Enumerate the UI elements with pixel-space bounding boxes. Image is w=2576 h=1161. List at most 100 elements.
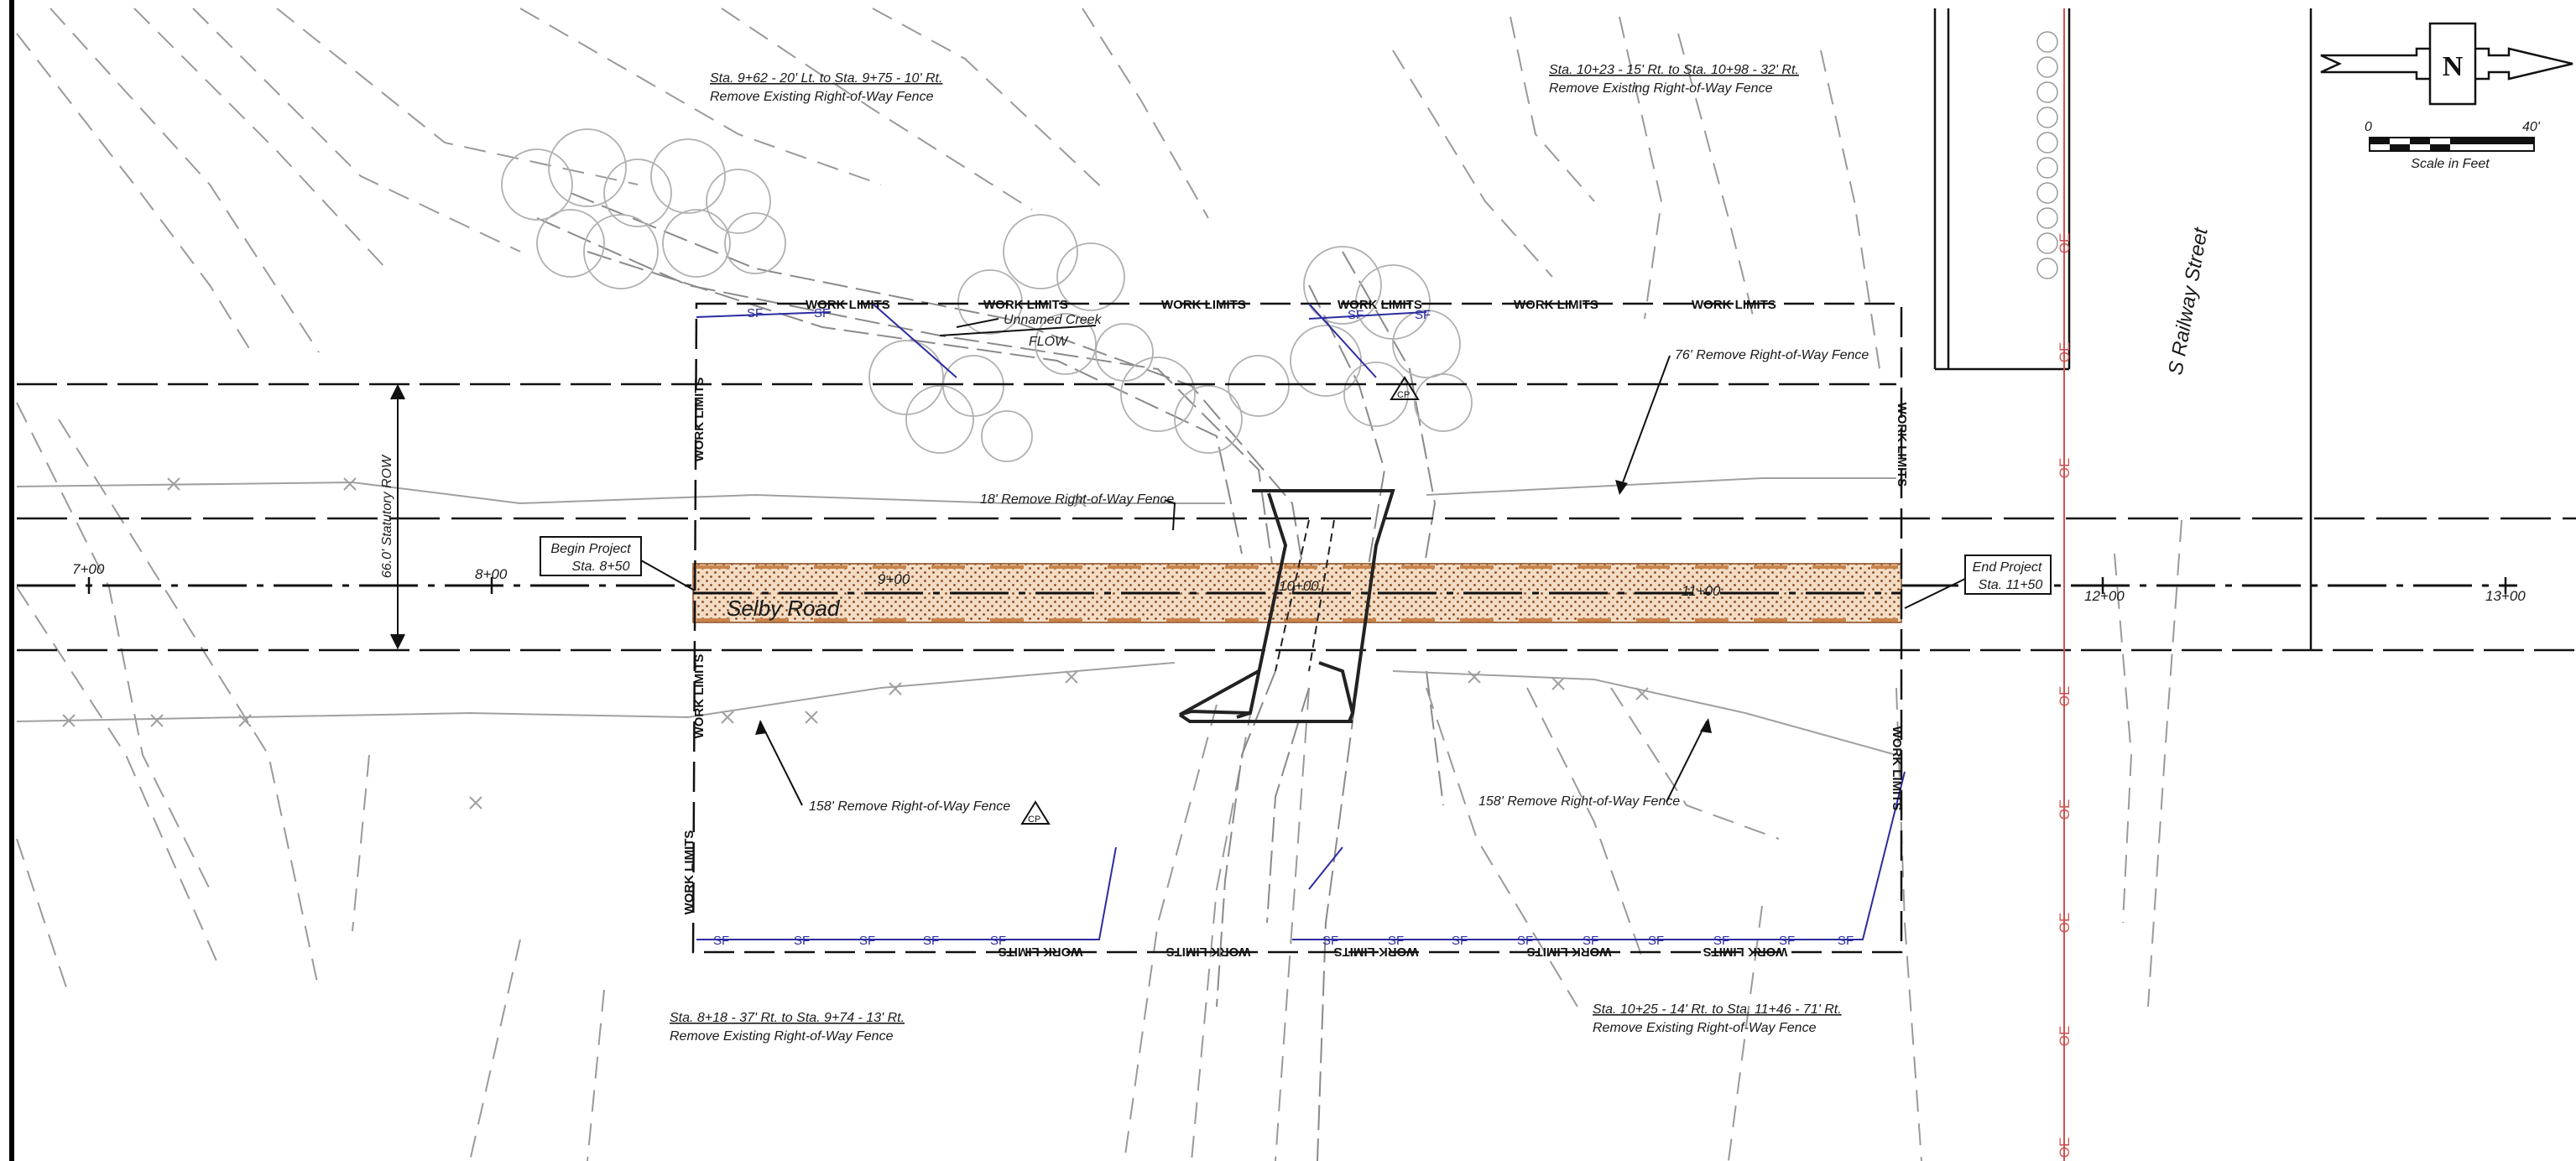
svg-text:SF: SF	[1517, 934, 1533, 948]
svg-text:Remove Existing Right-of-Way F: Remove Existing Right-of-Way Fence	[1549, 81, 1773, 96]
svg-text:7+00: 7+00	[72, 561, 105, 577]
svg-text:WORK LIMITS: WORK LIMITS	[682, 830, 696, 915]
tree-canopy	[501, 128, 1473, 462]
svg-text:Remove Existing Right-of-Way F: Remove Existing Right-of-Way Fence	[1593, 1021, 1817, 1035]
street-name: S Railway Street	[2164, 225, 2213, 377]
svg-text:SF: SF	[1779, 934, 1795, 948]
svg-text:OE: OE	[2057, 1138, 2073, 1158]
svg-text:FLOW: FLOW	[1029, 335, 1069, 349]
svg-text:SF: SF	[1648, 934, 1664, 948]
silt-fence-lines	[696, 303, 1906, 940]
svg-text:SF: SF	[713, 934, 729, 948]
svg-text:WORK LIMITS: WORK LIMITS	[1334, 945, 1419, 959]
callout-158-left: 158' Remove Right-of-Way Fence	[755, 720, 1010, 814]
fence-note-4: Sta. 10+25 - 14' Rt. to Sta. 11+46 - 71'…	[1593, 1002, 1842, 1035]
svg-text:Sta. 8+18 - 37' Rt. to Sta. 9+: Sta. 8+18 - 37' Rt. to Sta. 9+74 - 13' R…	[670, 1011, 905, 1025]
end-project-callout: End Project Sta. 11+50	[1904, 554, 2052, 609]
svg-text:Unnamed Creek: Unnamed Creek	[1004, 313, 1103, 327]
control-point-symbols: CP CP	[1020, 376, 1420, 825]
svg-text:9+00: 9+00	[878, 571, 910, 587]
existing-fences	[16, 477, 1897, 756]
callout-18: 18' Remove Right-of-Way Fence	[980, 492, 1176, 531]
fence-note-2: Sta. 10+23 - 15' Rt. to Sta. 10+98 - 32'…	[1549, 63, 1799, 96]
svg-text:CP: CP	[1028, 815, 1040, 825]
pavement-edge-dashes	[696, 565, 1898, 622]
svg-text:Sta. 10+23 - 15' Rt. to Sta. 1: Sta. 10+23 - 15' Rt. to Sta. 10+98 - 32'…	[1549, 63, 1799, 77]
svg-text:SF: SF	[859, 934, 875, 948]
creek-label: Unnamed Creek FLOW	[939, 313, 1103, 349]
svg-text:Sta. 8+50: Sta. 8+50	[572, 560, 630, 574]
svg-text:CP: CP	[1397, 390, 1410, 400]
svg-text:SF: SF	[1322, 934, 1338, 948]
overhead-electric-labels: OE OE OE OE OE OE OE OE	[2057, 233, 2073, 1158]
right-of-way-lines	[17, 383, 2576, 652]
row-label: 66.0' Statutory ROW	[380, 454, 394, 578]
work-limits-boundary	[691, 302, 1903, 954]
north-arrow-letter: N	[2443, 51, 2464, 82]
svg-text:158' Remove Right-of-Way Fence: 158' Remove Right-of-Way Fence	[809, 799, 1010, 814]
svg-text:End Project: End Project	[1973, 560, 2042, 575]
svg-text:OE: OE	[2057, 233, 2073, 254]
svg-text:0: 0	[2365, 120, 2372, 134]
svg-text:Remove Existing Right-of-Way F: Remove Existing Right-of-Way Fence	[710, 90, 934, 104]
contour-lines	[16, 8, 2182, 1161]
road-name: Selby Road	[727, 596, 841, 621]
svg-text:OE: OE	[2057, 799, 2073, 820]
svg-text:OE: OE	[2057, 1026, 2073, 1047]
fence-note-1: Sta. 9+62 - 20' Lt. to Sta. 9+75 - 10' R…	[710, 71, 942, 104]
svg-text:11+00: 11+00	[1682, 583, 1721, 599]
svg-text:SF: SF	[1583, 934, 1598, 948]
svg-text:OE: OE	[2057, 342, 2073, 363]
work-limits-labels: WORK LIMITS WORK LIMITS WORK LIMITS WORK…	[682, 298, 1909, 959]
svg-text:WORK LIMITS: WORK LIMITS	[1527, 945, 1612, 959]
svg-text:WORK LIMITS: WORK LIMITS	[983, 298, 1068, 312]
svg-text:SF: SF	[1838, 934, 1854, 948]
svg-text:WORK LIMITS: WORK LIMITS	[1161, 298, 1246, 312]
callout-158-right: 158' Remove Right-of-Way Fence	[1478, 718, 1712, 809]
svg-text:WORK LIMITS: WORK LIMITS	[806, 298, 890, 312]
svg-text:SF: SF	[1415, 308, 1431, 322]
svg-text:158' Remove Right-of-Way Fence: 158' Remove Right-of-Way Fence	[1478, 794, 1680, 809]
svg-text:WORK LIMITS: WORK LIMITS	[692, 654, 707, 739]
svg-text:SF: SF	[1388, 934, 1404, 948]
svg-text:WORK LIMITS: WORK LIMITS	[1692, 298, 1776, 312]
svg-text:SF: SF	[1348, 308, 1364, 322]
svg-text:13+00: 13+00	[2485, 588, 2526, 604]
svg-text:WORK LIMITS: WORK LIMITS	[692, 377, 707, 462]
svg-text:SF: SF	[990, 934, 1006, 948]
svg-text:12+00: 12+00	[2084, 588, 2125, 604]
svg-text:Scale in Feet: Scale in Feet	[2411, 157, 2490, 171]
svg-text:WORK LIMITS: WORK LIMITS	[1890, 726, 1904, 811]
svg-text:40': 40'	[2522, 120, 2541, 134]
svg-text:SF: SF	[1452, 934, 1468, 948]
svg-text:8+00: 8+00	[475, 566, 508, 582]
svg-text:OE: OE	[2057, 913, 2073, 934]
svg-text:WORK LIMITS: WORK LIMITS	[1338, 298, 1422, 312]
fence-note-3: Sta. 8+18 - 37' Rt. to Sta. 9+74 - 13' R…	[670, 1011, 905, 1044]
svg-text:Begin Project: Begin Project	[550, 542, 631, 556]
svg-text:10+00: 10+00	[1279, 578, 1319, 594]
callout-76: 76' Remove Right-of-Way Fence	[1615, 348, 1869, 495]
creek-contours	[536, 192, 1444, 1161]
svg-text:WORK LIMITS: WORK LIMITS	[1514, 298, 1598, 312]
station-labels: 7+00 8+00 9+00 10+00 11+00 12+00 13+00	[72, 561, 2526, 604]
svg-text:Remove Existing Right-of-Way F: Remove Existing Right-of-Way Fence	[670, 1029, 894, 1044]
culvert-structure	[1178, 489, 1395, 723]
svg-text:SF: SF	[794, 934, 810, 948]
fence-x-marks	[62, 477, 1649, 810]
svg-text:Sta. 11+50: Sta. 11+50	[1979, 578, 2043, 592]
svg-text:Sta. 9+62 - 20' Lt. to Sta. 9+: Sta. 9+62 - 20' Lt. to Sta. 9+75 - 10' R…	[710, 71, 942, 86]
svg-text:18' Remove Right-of-Way Fence: 18' Remove Right-of-Way Fence	[980, 492, 1174, 507]
railway-trees	[2036, 31, 2058, 279]
svg-text:SF: SF	[1713, 934, 1729, 948]
silt-fence-labels: SF SF SF SF SF SF SF SF SF SF SF SF SF S…	[713, 306, 1854, 948]
svg-text:WORK LIMITS: WORK LIMITS	[1703, 945, 1788, 959]
svg-text:SF: SF	[814, 306, 830, 320]
svg-text:WORK LIMITS: WORK LIMITS	[1895, 403, 1909, 487]
svg-text:OE: OE	[2057, 458, 2073, 479]
svg-text:76' Remove Right-of-Way Fence: 76' Remove Right-of-Way Fence	[1675, 348, 1869, 362]
railway-street-lines	[1933, 8, 2313, 650]
scale-bar: 0 40' Scale in Feet	[2365, 120, 2541, 171]
svg-text:OE: OE	[2057, 686, 2073, 707]
